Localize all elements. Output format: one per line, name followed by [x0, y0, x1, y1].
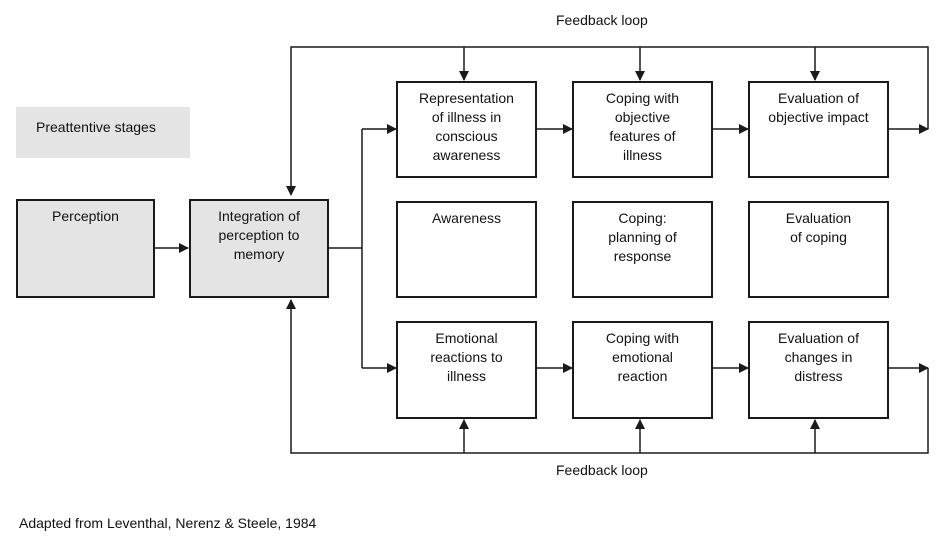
node-coping-emotional: Coping with emotional reaction [572, 321, 713, 419]
legend-label: Preattentive stages [36, 119, 156, 135]
node-coping-planning-label: Coping: planning of response [608, 210, 677, 264]
node-evaluation-coping: Evaluation of coping [748, 201, 889, 298]
feedback-loop-label-top: Feedback loop [556, 12, 648, 28]
node-awareness: Awareness [396, 201, 537, 298]
node-integration: Integration of perception to memory [189, 199, 329, 298]
node-evaluation-coping-label: Evaluation of coping [785, 210, 852, 245]
node-emotional-reactions: Emotional reactions to illness [396, 321, 537, 419]
node-awareness-label: Awareness [431, 210, 501, 226]
node-coping-planning: Coping: planning of response [572, 201, 713, 298]
source-citation: Adapted from Leventhal, Nerenz & Steele,… [19, 515, 317, 531]
node-coping-objective-label: Coping with objective features of illnes… [605, 90, 680, 163]
feedback-loop-bottom-frame [286, 299, 929, 454]
node-perception: Perception [16, 199, 155, 298]
node-emotional-reactions-label: Emotional reactions to illness [430, 330, 503, 384]
node-evaluation-distress-label: Evaluation of changes in distress [778, 330, 859, 384]
node-coping-objective: Coping with objective features of illnes… [572, 81, 713, 178]
node-coping-emotional-label: Coping with emotional reaction [605, 330, 680, 384]
node-representation-label: Representation of illness in conscious a… [419, 90, 514, 163]
node-evaluation-objective: Evaluation of objective impact [748, 81, 889, 178]
node-integration-label: Integration of perception to memory [218, 208, 300, 262]
feedback-loop-label-bottom: Feedback loop [556, 462, 648, 478]
node-evaluation-objective-label: Evaluation of objective impact [768, 90, 869, 125]
node-representation: Representation of illness in conscious a… [396, 81, 537, 178]
node-perception-label: Perception [52, 208, 119, 224]
node-evaluation-distress: Evaluation of changes in distress [748, 321, 889, 419]
legend-preattentive-stages: Preattentive stages [16, 107, 190, 158]
feedback-loop-top-frame [286, 46, 929, 196]
